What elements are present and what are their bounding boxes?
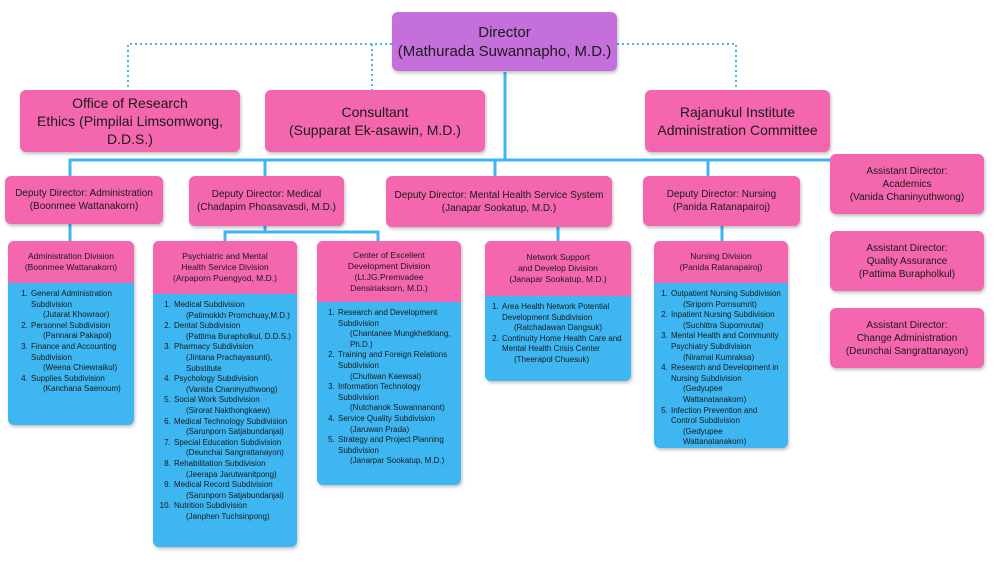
deputy-nursing-name: (Panida Ratanapairoj)	[672, 202, 771, 213]
assistant-quality-area: Quality Assurance	[866, 255, 948, 267]
list-item: Pharmacy Subdivision(Jintana Prachayasun…	[173, 342, 293, 374]
list-item: Psychology Subdivision(Vanida Chaninyuth…	[173, 374, 293, 395]
list-item: Medical Record Subdivision(Sarunporn Sat…	[173, 480, 293, 501]
division-center-excellence-list: Research and Development Subdivision(Cha…	[317, 302, 461, 471]
division-center-excellence: Center of Excellent Development Division…	[317, 241, 461, 485]
list-item: Personnel Subdivision(Pannarai Pakapol)	[30, 321, 130, 342]
division-nursing: Nursing Division (Panida Ratanapairoj) O…	[654, 241, 788, 448]
committee-subtitle: Administration Committee	[657, 122, 818, 138]
list-item: Strategy and Project Planning Subdivisio…	[337, 435, 457, 467]
division-psychiatric-title-2: Health Service Division	[181, 262, 269, 272]
division-network-support: Network Support and Develop Division (Ja…	[485, 241, 631, 381]
list-item: Dental Subdivision(Pattima Burapholkul, …	[173, 321, 293, 342]
list-item: Outpatient Nursing Subdivision(Siriporn …	[670, 289, 784, 310]
division-psychiatric-head: (Arpaporn Puengyod, M.D.)	[173, 273, 277, 283]
division-center-excellence-head: (Lt.JG.Premvadee	[354, 271, 424, 282]
director-name: (Mathurada Suwannapho, M.D.)	[397, 42, 612, 60]
division-center-excellence-title-2: Development Division	[347, 260, 431, 271]
deputy-medical-name: (Chadapim Phoasavasdi, M.D.)	[197, 202, 336, 213]
division-psychiatric: Psychiatric and Mental Health Service Di…	[153, 241, 297, 547]
consultant-box: Consultant (Supparat Ek-asawin, M.D.)	[265, 90, 485, 152]
director-box: Director (Mathurada Suwannapho, M.D.)	[392, 12, 617, 71]
research-ethics-name: Ethics (Pimpilai Limsomwong, D.D.S.)	[37, 113, 223, 147]
list-item: Medical Subdivision(Patimokkh Promchuay,…	[173, 300, 293, 321]
assistant-change-name: (Deunchai Sangrattanayon)	[845, 345, 969, 357]
division-nursing-list: Outpatient Nursing Subdivision(Siriporn …	[654, 283, 788, 448]
assistant-change-title: Assistant Director:	[866, 319, 948, 331]
division-network-support-list: Area Health Network Potential Developmen…	[485, 296, 631, 370]
list-item: Area Health Network Potential Developmen…	[501, 302, 627, 334]
list-item: Social Work Subdivision(Sirorat Nakthong…	[173, 395, 293, 416]
division-nursing-head: (Panida Ratanapairoj)	[679, 262, 763, 272]
division-psychiatric-header: Psychiatric and Mental Health Service Di…	[153, 241, 297, 294]
assistant-quality-title: Assistant Director:	[866, 242, 948, 254]
division-center-excellence-head-2: Densiriaksorn, M.D.)	[350, 282, 428, 293]
list-item: General Administration Subdivision(Jutar…	[30, 289, 130, 321]
list-item: Information Technology Subdivision(Nutch…	[337, 382, 457, 414]
list-item: Inpatient Nursing Subdivision(Suchittra …	[670, 310, 784, 331]
list-item: Continuity Home Health Care and Mental H…	[501, 334, 627, 366]
list-item: Training and Foreign Relations Subdivisi…	[337, 350, 457, 382]
deputy-nursing-title: Deputy Director: Nursing	[666, 189, 777, 200]
committee-title: Rajanukul Institute	[679, 104, 796, 120]
deputy-administration-title: Deputy Director: Administration	[15, 188, 153, 199]
director-title: Director	[478, 23, 531, 41]
list-item: Rehabilitation Subdivision(Jeerapa Jarut…	[173, 459, 293, 480]
list-item: Service Quality Subdivision(Jaruwan Prad…	[337, 414, 457, 435]
deputy-mental-health-box: Deputy Director: Mental Health Service S…	[386, 176, 612, 227]
division-nursing-header: Nursing Division (Panida Ratanapairoj)	[654, 241, 788, 283]
division-network-support-head: (Janapar Sookatup, M.D.)	[509, 274, 607, 284]
assistant-change-box: Assistant Director: Change Administratio…	[830, 308, 984, 368]
division-administration: Administration Division (Boonmee Wattana…	[8, 241, 134, 425]
division-administration-title: Administration Division	[28, 251, 114, 261]
division-administration-header: Administration Division (Boonmee Wattana…	[8, 241, 134, 283]
list-item: Nutrition Subdivision(Janphen Tuchsinpon…	[173, 501, 293, 522]
committee-box: Rajanukul Institute Administration Commi…	[645, 90, 830, 152]
deputy-mental-health-name: (Janapar Sookatup, M.D.)	[441, 202, 557, 214]
consultant-name: (Supparat Ek-asawin, M.D.)	[289, 122, 461, 138]
list-item: Medical Technology Subdivision(Sarunporn…	[173, 417, 293, 438]
assistant-quality-box: Assistant Director: Quality Assurance (P…	[830, 231, 984, 291]
research-ethics-box: Office of Research Ethics (Pimpilai Lims…	[20, 90, 240, 152]
list-item: Supplies Subdivision(Kanchana Saenoum)	[30, 374, 130, 395]
division-administration-list: General Administration Subdivision(Jutar…	[8, 283, 134, 399]
deputy-medical-box: Deputy Director: Medical (Chadapim Phoas…	[189, 176, 344, 226]
deputy-medical-title: Deputy Director: Medical	[211, 189, 322, 200]
list-item: Research and Development Subdivision(Cha…	[337, 308, 457, 350]
assistant-academics-name: (Vanida Chaninyuthwong)	[849, 191, 965, 203]
division-network-support-header: Network Support and Develop Division (Ja…	[485, 241, 631, 296]
assistant-change-area: Change Administration	[856, 332, 958, 344]
division-network-support-title: Network Support	[526, 252, 590, 262]
assistant-academics-area: Academics	[882, 178, 932, 190]
division-psychiatric-title: Psychiatric and Mental	[182, 251, 268, 261]
deputy-administration-name: (Boonmee Wattanakorn)	[29, 201, 139, 212]
division-network-support-title-2: and Develop Division	[518, 263, 598, 273]
assistant-academics-box: Assistant Director: Academics (Vanida Ch…	[830, 154, 984, 214]
division-administration-head: (Boonmee Wattanakorn)	[24, 262, 118, 272]
division-psychiatric-list: Medical Subdivision(Patimokkh Promchuay,…	[153, 294, 297, 526]
division-nursing-title: Nursing Division	[690, 251, 752, 261]
deputy-mental-health-title: Deputy Director: Mental Health Service S…	[394, 189, 604, 201]
research-ethics-title: Office of Research	[72, 95, 188, 111]
list-item: Special Education Subdivision(Deunchai S…	[173, 438, 293, 459]
division-center-excellence-header: Center of Excellent Development Division…	[317, 241, 461, 302]
list-item: Finance and Accounting Subdivision(Weena…	[30, 342, 130, 374]
assistant-academics-title: Assistant Director:	[866, 165, 948, 177]
consultant-title: Consultant	[341, 104, 409, 120]
list-item: Research and Development in Nursing Subd…	[670, 363, 784, 405]
list-item: Infection Prevention and Control Subdivi…	[670, 406, 784, 448]
assistant-quality-name: (Pattima Burapholkul)	[858, 268, 956, 280]
division-center-excellence-title: Center of Excellent	[353, 249, 425, 260]
deputy-nursing-box: Deputy Director: Nursing (Panida Ratanap…	[643, 176, 800, 226]
list-item: Mental Health and Community Psychiatry S…	[670, 331, 784, 363]
deputy-administration-box: Deputy Director: Administration (Boonmee…	[5, 176, 163, 224]
